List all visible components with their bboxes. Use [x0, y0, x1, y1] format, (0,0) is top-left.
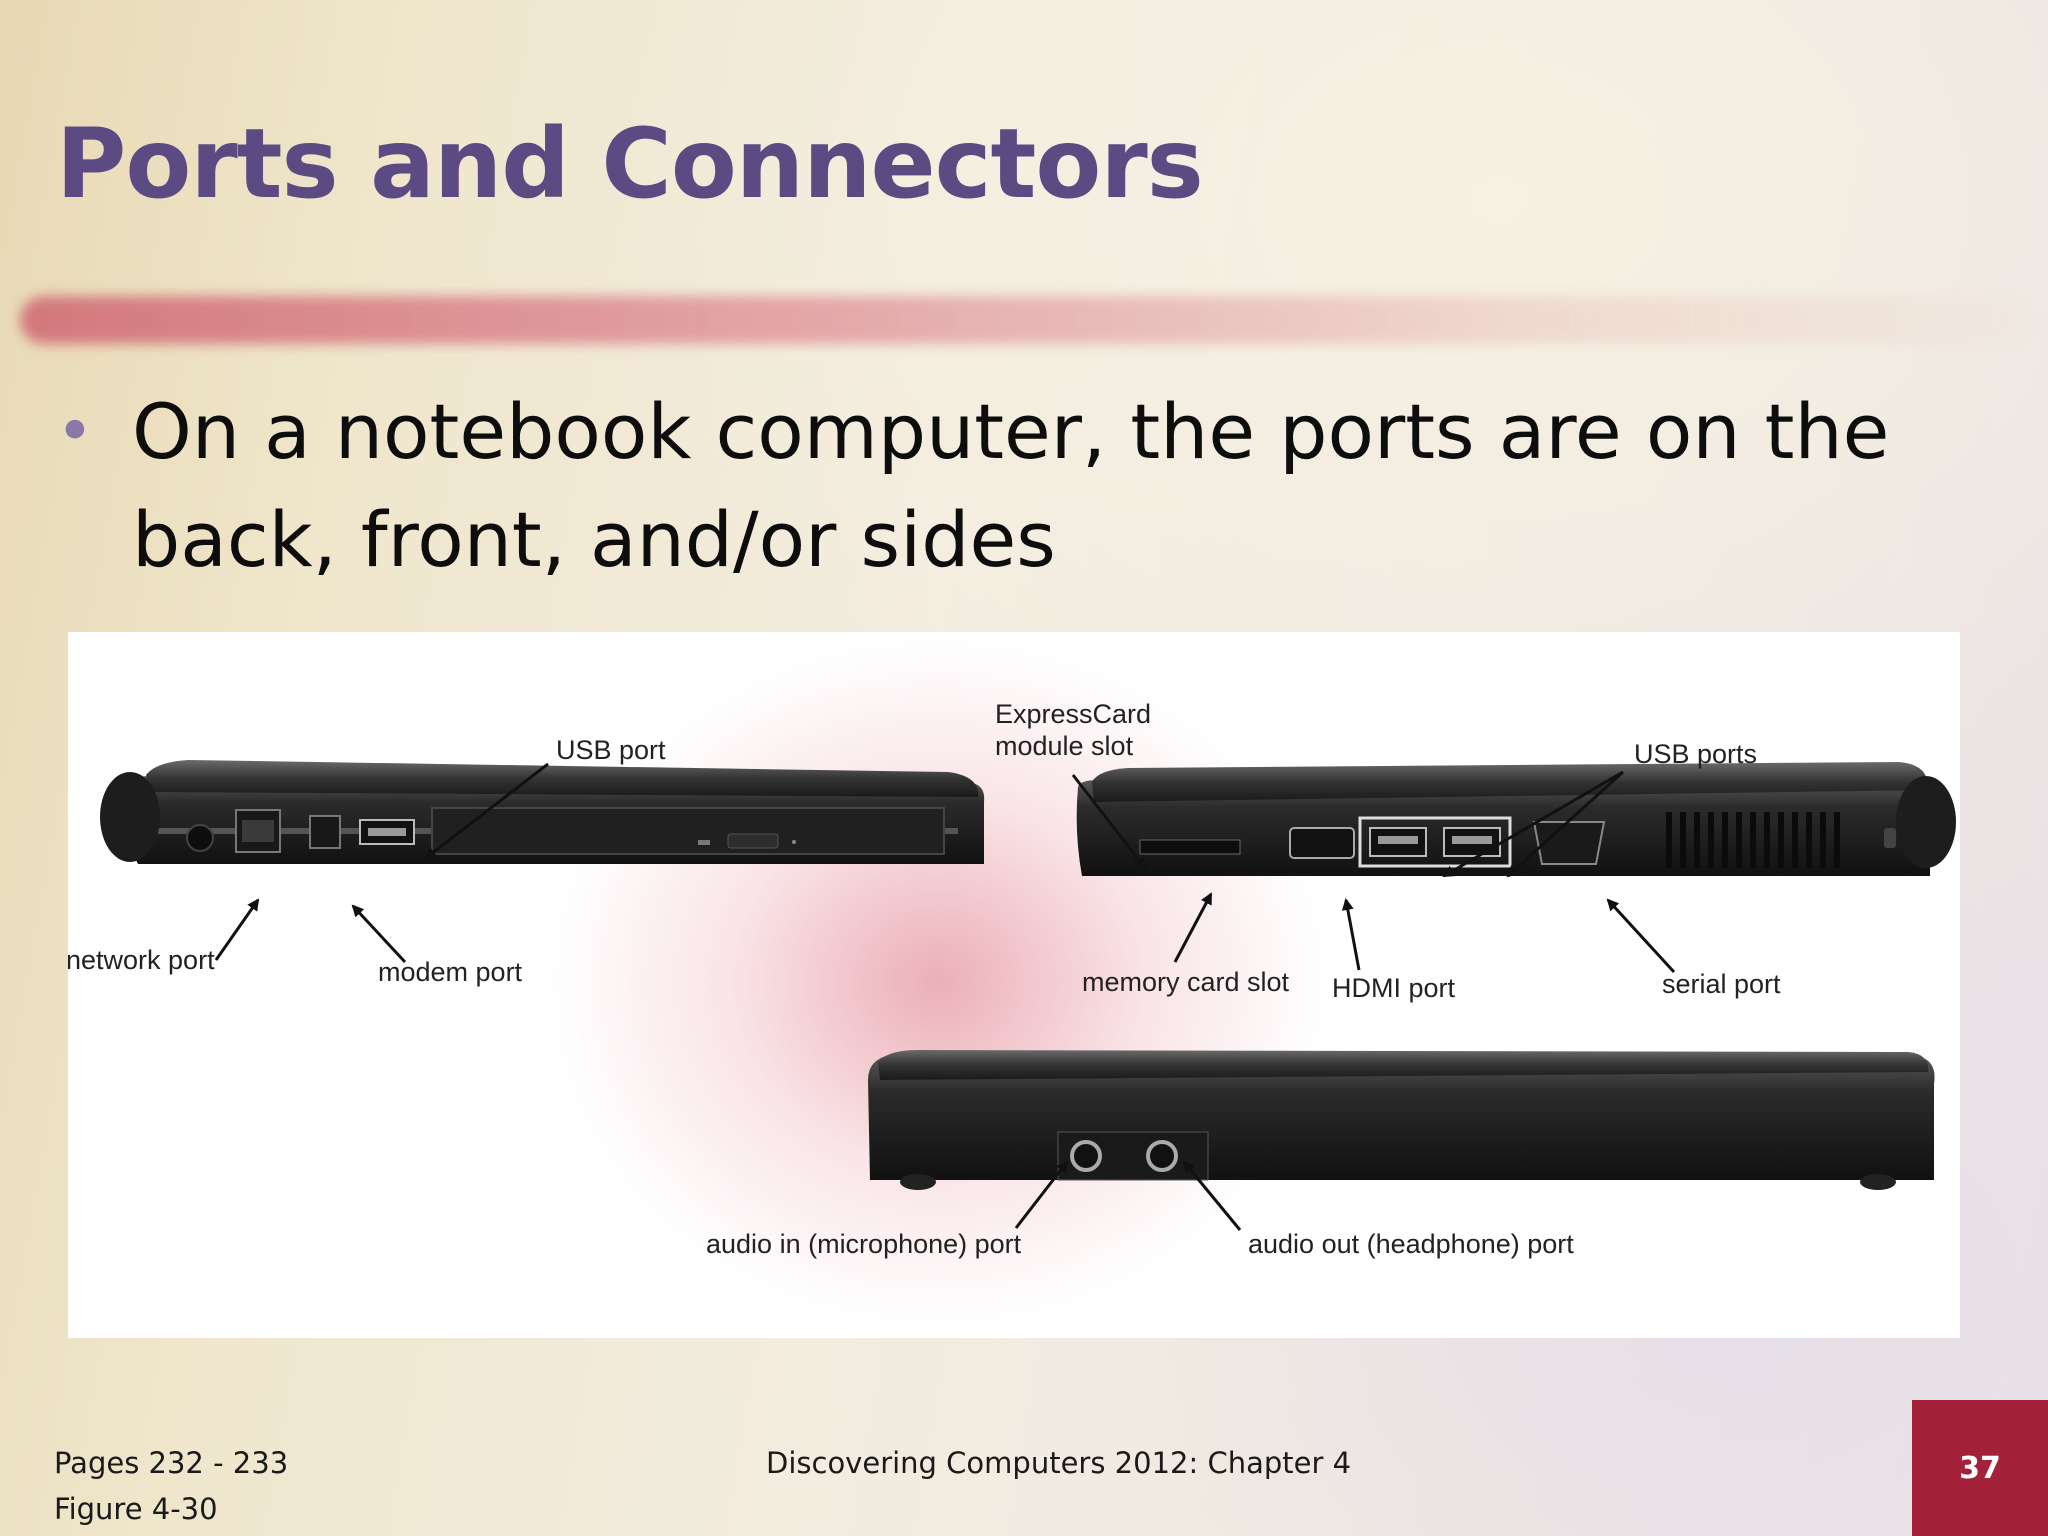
- label-usb-port: USB port: [556, 735, 666, 765]
- page-number-badge: 37: [1912, 1400, 2048, 1536]
- bullet-icon: •: [56, 395, 94, 469]
- notebook-right-side: [1076, 762, 1956, 876]
- label-usb-ports: USB ports: [1634, 739, 1758, 769]
- notebook-illustration: [100, 760, 1956, 1231]
- notebook-front: [868, 1050, 1935, 1190]
- footer-course-title: Discovering Computers 2012: Chapter 4: [766, 1446, 1352, 1480]
- footer-pages: Pages 232 - 233: [54, 1446, 289, 1480]
- label-network-port: network port: [68, 945, 215, 975]
- slide-title: Ports and Connectors: [56, 108, 1204, 220]
- label-serial-port: serial port: [1662, 969, 1781, 999]
- label-audio-out: audio out (headphone) port: [1248, 1229, 1574, 1259]
- notebook-ports-figure: USB port ExpressCard module slot USB por…: [68, 632, 1960, 1338]
- bullet-text: On a notebook computer, the ports are on…: [132, 387, 1890, 584]
- label-hdmi-port: HDMI port: [1332, 973, 1456, 1003]
- title-divider: [20, 296, 2030, 344]
- callout-arrows: [214, 762, 1676, 1231]
- page-number: 37: [1959, 1450, 2001, 1486]
- footer-figure-ref: Figure 4-30: [54, 1492, 218, 1526]
- footer-references: Pages 232 - 233 Figure 4-30: [54, 1440, 288, 1532]
- label-modem-port: modem port: [378, 957, 523, 987]
- notebook-left-side: [100, 760, 985, 864]
- label-memory-card-slot: memory card slot: [1082, 967, 1290, 997]
- bullet-list: • On a notebook computer, the ports are …: [56, 378, 1956, 594]
- label-audio-in: audio in (microphone) port: [706, 1229, 1022, 1259]
- bullet-item: • On a notebook computer, the ports are …: [56, 378, 1956, 594]
- label-expresscard-line1: ExpressCard: [995, 699, 1152, 729]
- label-expresscard-line2: module slot: [995, 731, 1134, 761]
